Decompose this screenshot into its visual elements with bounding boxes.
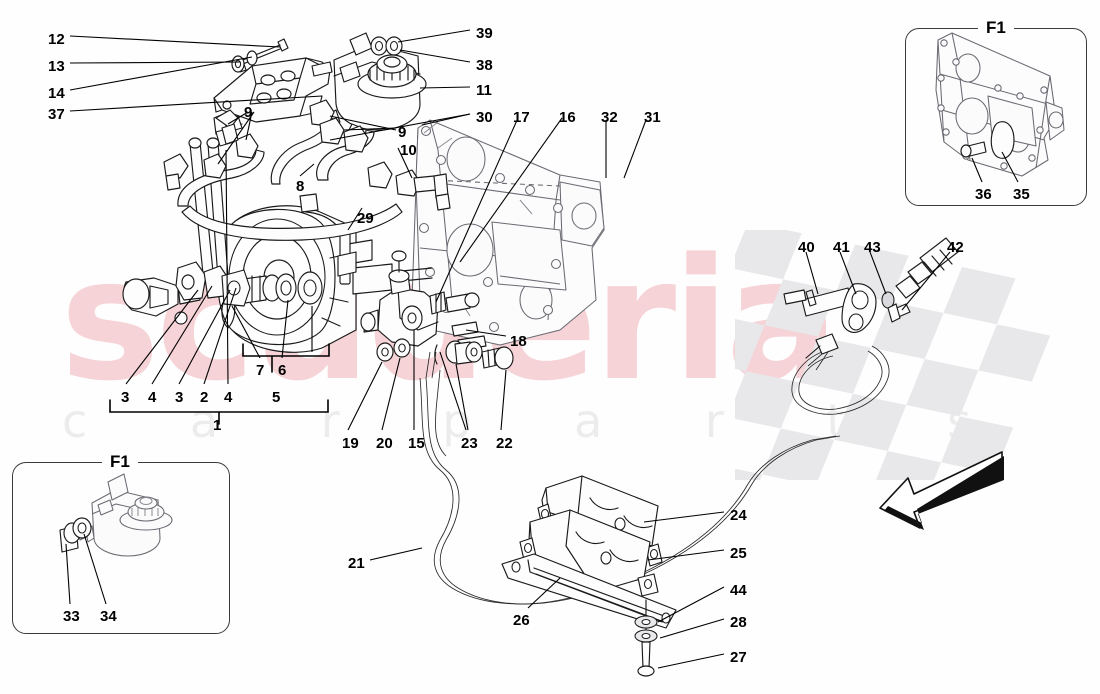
callout-label-8: 8 xyxy=(296,178,305,195)
callout-label-36: 36 xyxy=(975,186,992,203)
callout-label-35: 35 xyxy=(1013,186,1030,203)
inset-f1-top-right-title: F1 xyxy=(978,18,1014,38)
callout-label-38: 38 xyxy=(476,57,493,74)
clutch-master-cylinder xyxy=(360,250,514,370)
callout-label-16: 16 xyxy=(559,109,576,126)
callout-label-18: 18 xyxy=(510,333,527,350)
callout-label-10: 10 xyxy=(400,142,417,159)
callout-label-26: 26 xyxy=(513,612,530,629)
callout-label-22: 22 xyxy=(496,435,513,452)
callout-label-3a: 3 xyxy=(121,389,130,406)
inset-f1-top-right-parts xyxy=(960,121,1019,183)
callout-label-39: 39 xyxy=(476,25,493,42)
callout-label-41: 41 xyxy=(833,239,850,256)
inset-f1-top-right-drawing xyxy=(935,32,1065,177)
brake-pipe-21 xyxy=(419,351,841,605)
callout-leader-lines xyxy=(69,29,951,669)
inset-f1-bottom-left-drawing xyxy=(59,473,173,605)
callout-label-7: 7 xyxy=(256,362,265,379)
callout-label-20: 20 xyxy=(376,435,393,452)
callout-label-34: 34 xyxy=(100,608,117,625)
direction-arrow xyxy=(879,451,1004,530)
inset-f1-top-right xyxy=(905,28,1087,206)
callout-label-9a: 9 xyxy=(244,104,253,121)
callout-label-4a: 4 xyxy=(148,389,157,406)
callout-label-9b: 9 xyxy=(398,124,407,141)
callout-label-17: 17 xyxy=(513,109,530,126)
callout-label-28: 28 xyxy=(730,614,747,631)
callout-label-32: 32 xyxy=(601,109,618,126)
callout-label-43: 43 xyxy=(864,239,881,256)
pedal-box-bracket xyxy=(411,119,605,346)
pipe-clamp-assembly xyxy=(501,475,677,677)
callout-label-21: 21 xyxy=(348,555,365,572)
callout-label-23: 23 xyxy=(461,435,478,452)
callout-label-12: 12 xyxy=(48,31,65,48)
callout-label-4b: 4 xyxy=(224,389,233,406)
callout-label-6: 6 xyxy=(278,362,287,379)
inset-f1-bottom-left xyxy=(12,462,230,634)
callout-label-2: 2 xyxy=(200,389,209,406)
callout-label-29: 29 xyxy=(357,210,374,227)
cable-loop xyxy=(791,333,890,415)
callout-label-14: 14 xyxy=(48,85,65,102)
callout-label-44: 44 xyxy=(730,582,747,599)
callout-label-40: 40 xyxy=(798,239,815,256)
callout-label-30: 30 xyxy=(476,109,493,126)
callout-label-11: 11 xyxy=(476,82,492,99)
callout-label-19: 19 xyxy=(342,435,359,452)
cable-end-fittings xyxy=(783,237,959,333)
callout-label-15: 15 xyxy=(408,435,425,452)
callout-label-13: 13 xyxy=(48,58,65,75)
brake-fluid-reservoir xyxy=(321,32,427,141)
callout-label-5: 5 xyxy=(272,389,281,406)
inset-f1-bottom-left-title: F1 xyxy=(102,452,138,472)
callout-label-1: 1 xyxy=(213,417,222,434)
callout-label-27: 27 xyxy=(730,649,747,666)
callout-label-37: 37 xyxy=(48,106,65,123)
callout-label-25: 25 xyxy=(730,545,747,562)
vacuum-and-fluid-hoses xyxy=(163,99,451,241)
callout-label-24: 24 xyxy=(730,507,747,524)
callout-label-42: 42 xyxy=(947,239,964,256)
callout-label-3b: 3 xyxy=(175,389,184,406)
callout-label-33: 33 xyxy=(63,608,80,625)
mounting-bracket-37 xyxy=(213,57,333,123)
group-brackets xyxy=(109,343,330,425)
checkered-flag-graphic xyxy=(735,230,1100,480)
callout-label-31: 31 xyxy=(644,109,661,126)
